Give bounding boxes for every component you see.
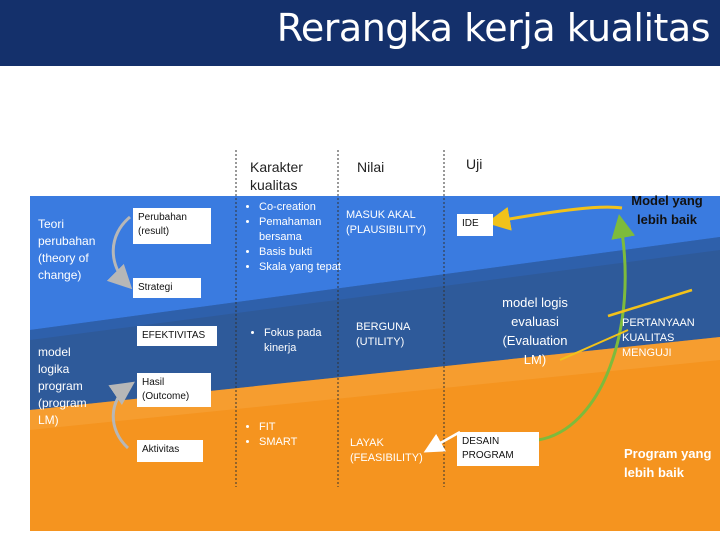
nilai-feasibility: LAYAK (FEASIBILITY)	[350, 437, 423, 464]
box-desain-program: DESAIN PROGRAM	[457, 432, 539, 466]
label-program-lebih-baik: Program yang lebih baik	[624, 446, 712, 480]
bullet-item: SMART	[259, 435, 345, 450]
arrow-white	[423, 430, 461, 453]
blue-shade	[30, 237, 720, 340]
label-teori-perubahan: Teori perubahan (theory of change)	[38, 217, 96, 282]
arrow-gray-lower	[108, 381, 135, 450]
box-efektivitas: EFEKTIVITAS	[137, 326, 217, 346]
arrow-green	[537, 214, 636, 442]
line-yellow-lower	[559, 329, 629, 361]
nilai-plausibility: MASUK AKAL (PLAUSIBILITY)	[346, 209, 427, 236]
header-uji: Uji	[466, 156, 483, 172]
label-evaluasi: model logis evaluasi (Evaluation LM)	[502, 295, 568, 367]
label-model-lebih-baik: Model yang lebih baik	[631, 193, 703, 227]
bullet-item: Pemahaman bersama	[259, 215, 349, 245]
page-title: Rerangka kerja kualitas	[276, 6, 711, 50]
bullet-item: Skala yang tepat	[259, 260, 349, 275]
bullet-item: Basis bukti	[259, 245, 349, 260]
bullet-item: Co-creation	[259, 200, 349, 215]
box-perubahan: Perubahan (result)	[133, 208, 211, 244]
bullets-karakter-bot: FIT SMART	[245, 420, 345, 450]
nilai-utility: BERGUNA (UTILITY)	[356, 321, 410, 348]
arrow-gray-upper	[106, 215, 133, 290]
orange-wedge	[30, 337, 720, 531]
bullets-karakter-top: Co-creation Pemahaman bersama Basis bukt…	[245, 200, 349, 275]
header-nilai: Nilai	[357, 159, 385, 175]
label-pertanyaan: PERTANYAAN KUALITAS MENGUJI	[622, 317, 695, 359]
label-model-logika: model logika program (program LM)	[38, 345, 87, 427]
box-aktivitas: Aktivitas	[137, 440, 203, 462]
header-karakter: Karakter kualitas	[250, 159, 303, 193]
bullets-karakter-mid: Fokus pada kinerja	[250, 326, 350, 356]
title-bar: Rerangka kerja kualitas	[0, 0, 720, 66]
line-yellow-diagonal	[607, 288, 693, 318]
box-hasil: Hasil (Outcome)	[137, 373, 211, 407]
bullet-item: FIT	[259, 420, 345, 435]
box-strategi: Strategi	[133, 278, 201, 298]
arrow-yellow	[486, 205, 623, 231]
box-ide: IDE	[457, 214, 493, 236]
bullet-item: Fokus pada kinerja	[264, 326, 350, 356]
